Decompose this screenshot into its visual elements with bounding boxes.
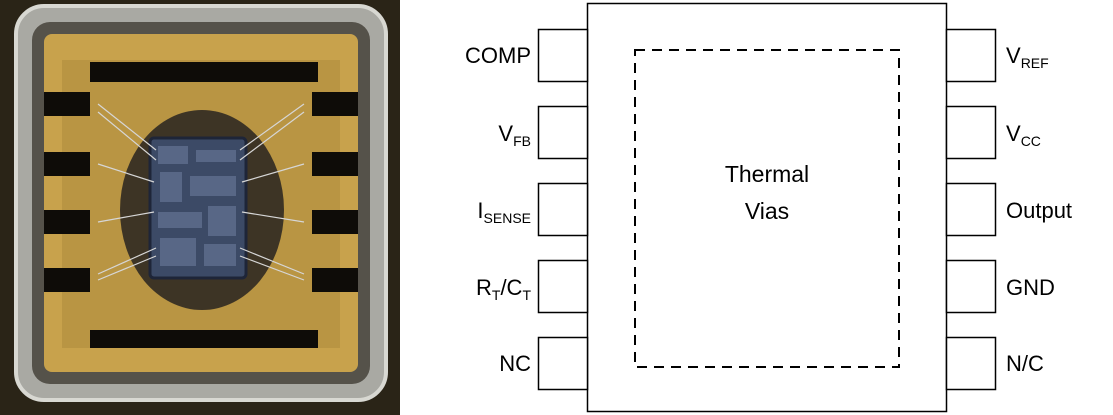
pin-box-rtct [539,261,588,313]
pin-box-nc [539,338,588,390]
pin-label-nc-right: N/C [1006,351,1044,376]
pin-box-comp [539,30,588,82]
bottom-pad-bar [90,330,318,348]
pin-box-gnd [947,261,996,313]
pin-box-isense [539,184,588,236]
right-pins: VREF VCC Output GND N/C [947,30,1073,390]
pinout-diagram: Thermal Vias COMP VFB ISENSE RT/CT NC VR… [400,0,1113,415]
left-pins: COMP VFB ISENSE RT/CT NC [465,30,588,390]
top-pad-bar [90,62,318,82]
pin-label-isense: ISENSE [477,198,531,226]
pin-label-rtct: RT/CT [476,275,531,303]
pin-label-vref: VREF [1006,43,1049,71]
pin-label-output: Output [1006,198,1072,223]
pin-box-vcc [947,107,996,159]
pin-box-nc-right [947,338,996,390]
pin-label-nc: NC [499,351,531,376]
pin-label-comp: COMP [465,43,531,68]
pin-box-vfb [539,107,588,159]
pin-box-output [947,184,996,236]
pin-label-vfb: VFB [498,121,531,149]
vias-label: Vias [745,198,789,224]
thermal-label: Thermal [725,161,809,187]
pin-box-vref [947,30,996,82]
pin-label-gnd: GND [1006,275,1055,300]
chip-package-photo [0,0,400,415]
pin-label-vcc: VCC [1006,121,1041,149]
